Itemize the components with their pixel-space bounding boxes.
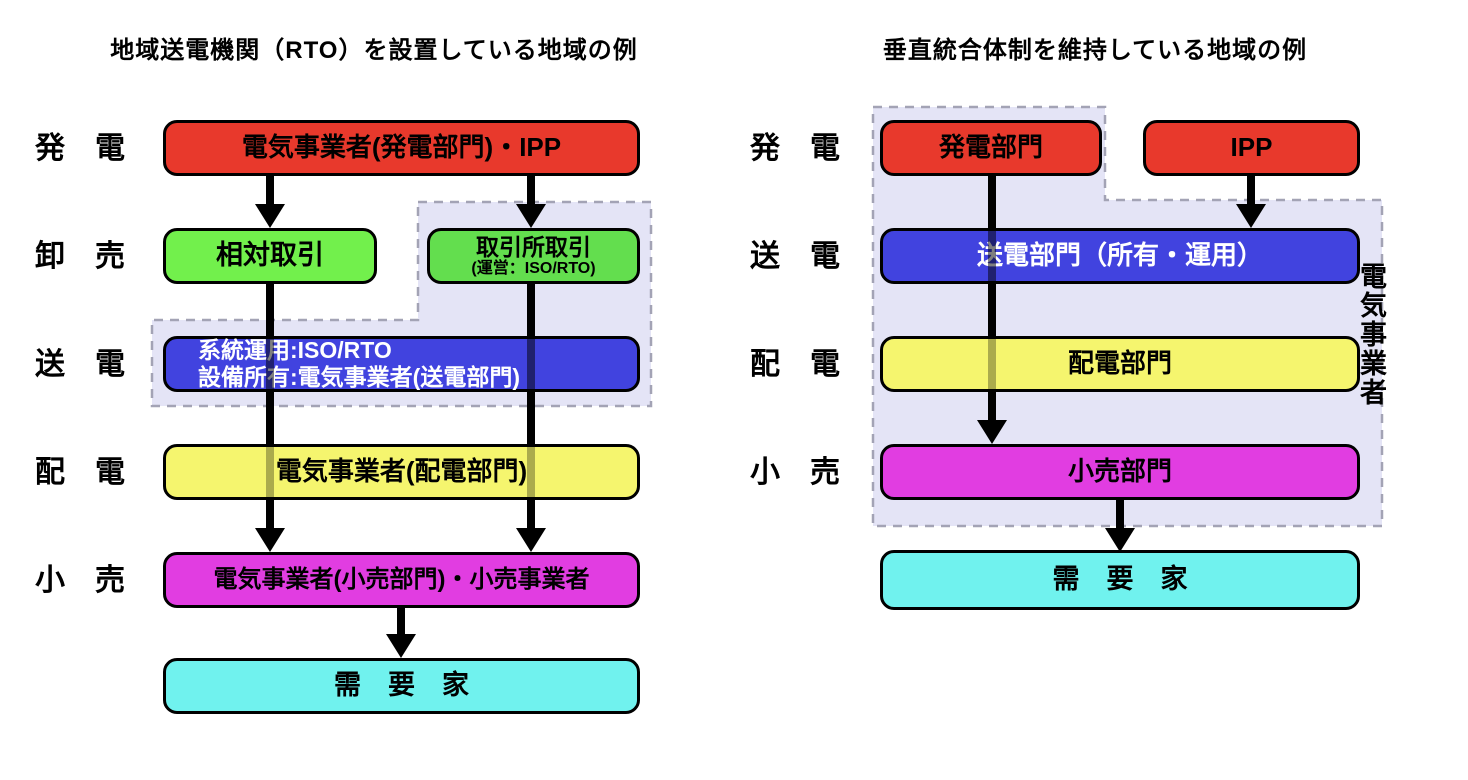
box-distribution-division: 配電部門 [880, 336, 1360, 392]
utility-group-vertical-label: 電気事業者 [1356, 262, 1386, 407]
row-label-generation-right: 発 電 [750, 132, 840, 165]
box-retail-division: 小売部門 [880, 444, 1360, 500]
row-label-distribution-right: 配 電 [750, 348, 840, 381]
row-label-distribution-left: 配 電 [35, 456, 125, 489]
arrowhead-down [255, 528, 285, 552]
box-transmission-division: 送電部門（所有・運用） [880, 228, 1360, 284]
box-transmission-line1: 系統運用:ISO/RTO [198, 337, 392, 363]
flow-line [527, 176, 535, 204]
box-consumer-right: 需 要 家 [880, 550, 1360, 610]
box-exchange-trading: 取引所取引 (運営：ISO/RTO) [427, 228, 640, 284]
row-label-retail-left: 小 売 [35, 564, 125, 597]
row-label-retail-right: 小 売 [750, 456, 840, 489]
box-exchange-trading-line2: (運営：ISO/RTO) [471, 260, 596, 278]
flow-line [527, 284, 535, 336]
box-ipp: IPP [1143, 120, 1360, 176]
right-panel-title: 垂直統合体制を維持している地域の例 [882, 37, 1308, 64]
flow-line-through-box [266, 339, 274, 389]
arrowhead-down [1105, 528, 1135, 552]
box-generation-division: 発電部門 [880, 120, 1102, 176]
box-utility-retail: 電気事業者(小売部門)・小売事業者 [163, 552, 640, 608]
box-exchange-trading-line1: 取引所取引 [476, 233, 591, 260]
flow-line [266, 284, 274, 336]
flow-line-through-box [988, 231, 996, 281]
arrowhead-down [516, 528, 546, 552]
flow-line [988, 392, 996, 420]
arrowhead-down [386, 634, 416, 658]
arrowhead-down [255, 204, 285, 228]
row-label-wholesale-left: 卸 売 [35, 240, 125, 273]
flow-line [266, 392, 274, 444]
flow-line [1247, 176, 1255, 204]
flow-line [397, 608, 405, 634]
box-consumer-left: 需 要 家 [163, 658, 640, 714]
box-bilateral-trading: 相対取引 [163, 228, 377, 284]
flow-line [266, 500, 274, 528]
box-transmission-line2: 設備所有:電気事業者(送電部門) [198, 364, 520, 390]
box-transmission-iso-rto: 系統運用:ISO/RTO 設備所有:電気事業者(送電部門) [163, 336, 640, 392]
row-label-transmission-left: 送 電 [35, 348, 125, 381]
flow-line-through-box [527, 339, 535, 389]
flow-line [1116, 500, 1124, 528]
flow-line [988, 284, 996, 336]
flow-line [988, 176, 996, 228]
flow-line [527, 500, 535, 528]
flow-line-through-box [988, 339, 996, 389]
box-utility-distribution: 電気事業者(配電部門) [163, 444, 640, 500]
row-label-transmission-right: 送 電 [750, 240, 840, 273]
flow-line [527, 392, 535, 444]
flow-line-through-box [266, 447, 274, 497]
arrowhead-down [977, 420, 1007, 444]
left-panel-title: 地域送電機関（RTO）を設置している地域の例 [110, 37, 638, 64]
arrowhead-down [1236, 204, 1266, 228]
row-label-generation-left: 発 電 [35, 132, 125, 165]
arrowhead-down [516, 204, 546, 228]
box-utility-generation-ipp: 電気事業者(発電部門)・IPP [163, 120, 640, 176]
flow-line-through-box [527, 447, 535, 497]
flow-line [266, 176, 274, 204]
